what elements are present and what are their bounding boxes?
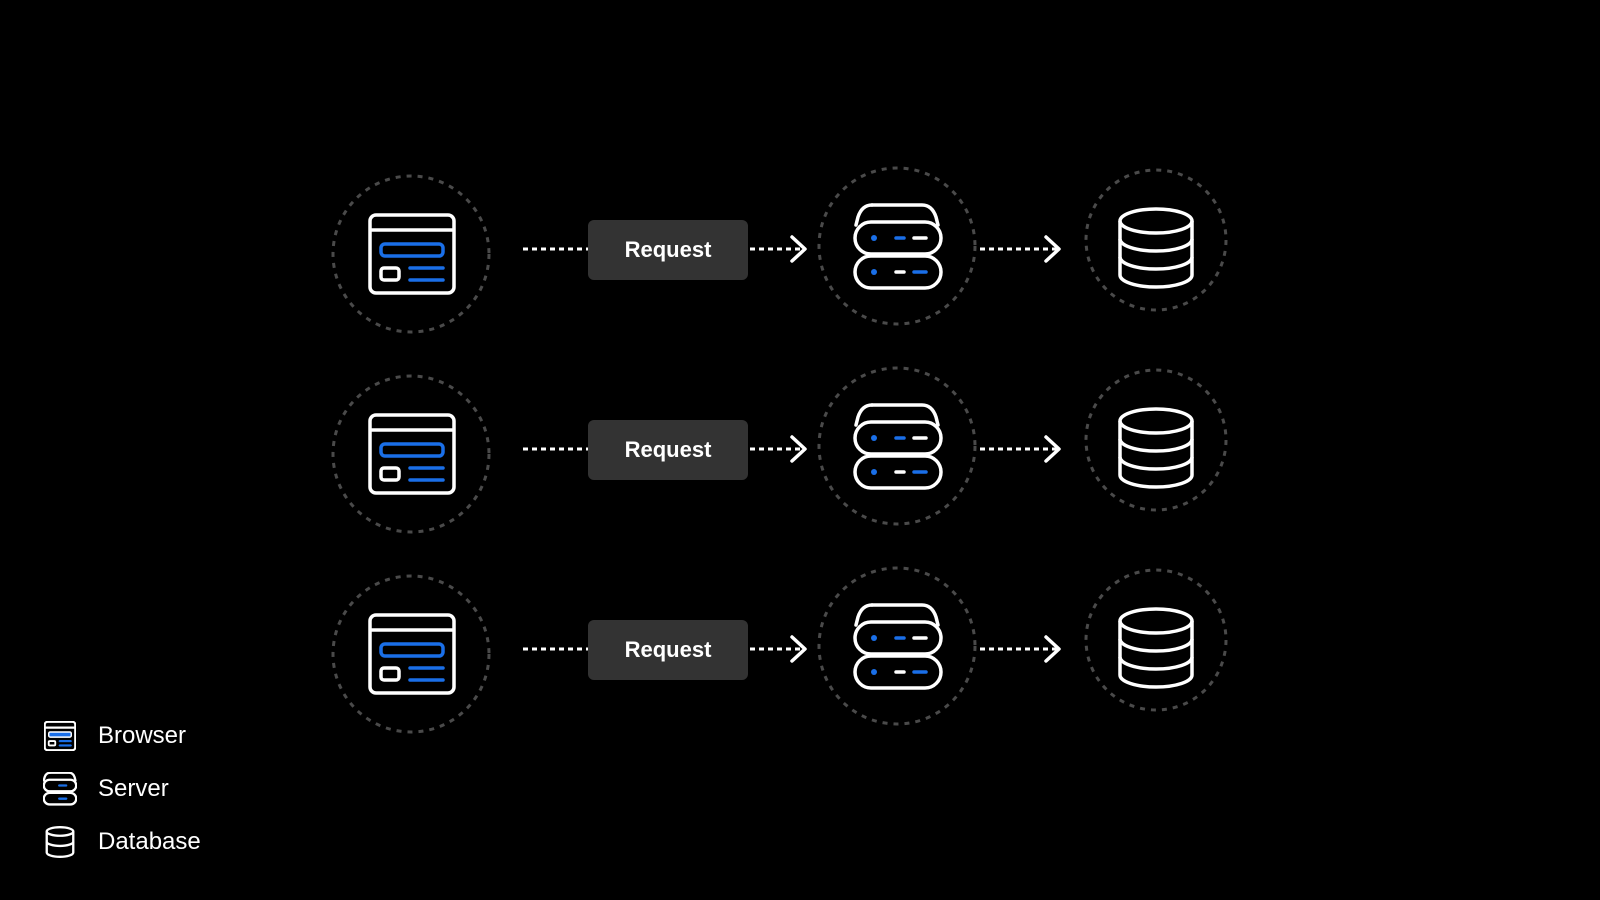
legend-item-browser: Browser bbox=[40, 718, 201, 754]
browser-icon bbox=[368, 613, 456, 695]
arrow-head bbox=[1044, 635, 1061, 663]
request-label: Request bbox=[625, 437, 712, 462]
server-icon bbox=[853, 603, 943, 690]
arrow-head bbox=[1044, 235, 1061, 263]
database-icon bbox=[1118, 607, 1194, 689]
legend: Browser Server Database bbox=[40, 718, 201, 877]
database-ring bbox=[1084, 568, 1228, 712]
server-ring bbox=[817, 566, 977, 726]
server-ring bbox=[817, 166, 977, 326]
database-ring bbox=[1084, 168, 1228, 312]
legend-label-server: Server bbox=[98, 775, 169, 802]
arrow-head bbox=[1044, 435, 1061, 463]
request-label: Request bbox=[625, 237, 712, 262]
request-label-box bbox=[588, 420, 748, 480]
request-label-box bbox=[588, 220, 748, 280]
browser-ring bbox=[331, 574, 491, 734]
flow-row: Request bbox=[331, 566, 1228, 734]
arrow-head bbox=[790, 435, 807, 463]
browser-icon bbox=[368, 413, 456, 495]
database-icon bbox=[1118, 207, 1194, 289]
browser-icon bbox=[368, 213, 456, 295]
request-label-box bbox=[588, 620, 748, 680]
flow-row: Request bbox=[331, 166, 1228, 334]
server-ring bbox=[817, 366, 977, 526]
legend-item-server: Server bbox=[40, 771, 201, 807]
flow-row: Request bbox=[331, 366, 1228, 534]
database-icon bbox=[40, 824, 80, 860]
server-icon bbox=[853, 403, 943, 490]
legend-item-database: Database bbox=[40, 824, 201, 860]
database-ring bbox=[1084, 368, 1228, 512]
legend-label-database: Database bbox=[98, 828, 201, 855]
arrow-head bbox=[790, 235, 807, 263]
server-icon bbox=[40, 771, 80, 807]
database-icon bbox=[1118, 407, 1194, 489]
arrow-head bbox=[790, 635, 807, 663]
browser-ring bbox=[331, 374, 491, 534]
browser-icon bbox=[40, 718, 80, 754]
server-icon bbox=[853, 203, 943, 290]
browser-ring bbox=[331, 174, 491, 334]
request-label: Request bbox=[625, 637, 712, 662]
legend-label-browser: Browser bbox=[98, 722, 187, 749]
